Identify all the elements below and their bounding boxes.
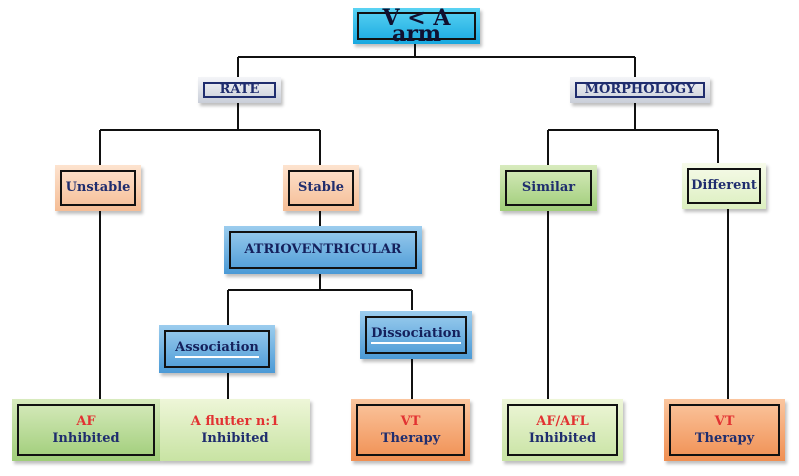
leaf-af-bottom: Inhibited (52, 431, 120, 446)
dissociation-label: Dissociation (371, 326, 461, 344)
association-label: Association (175, 340, 259, 358)
leaf-afafl-bottom: Inhibited (528, 431, 597, 446)
leaf-vt2: VT Therapy (664, 399, 785, 461)
leaf-vt1-top: VT (400, 414, 421, 429)
similar-label: Similar (521, 180, 576, 195)
root-label: V < A arm (382, 5, 451, 47)
stable-label: Stable (297, 180, 345, 195)
similar-node: Similar (500, 165, 597, 211)
atrioventricular-label: ATRIOVENTRICULAR (244, 242, 402, 257)
different-label: Different (691, 178, 757, 193)
leaf-afafl-top: AF/AFL (536, 414, 589, 429)
association-node: Association (159, 325, 275, 373)
leaf-afafl: AF/AFL Inhibited (502, 399, 623, 461)
atrioventricular-node: ATRIOVENTRICULAR (224, 226, 422, 274)
dissociation-node: Dissociation (360, 311, 472, 359)
leaf-aflutter-top: A flutter n:1 (190, 414, 280, 429)
morphology-node: MORPHOLOGY (570, 77, 710, 103)
leaf-vt2-top: VT (714, 414, 735, 429)
leaf-aflutter-bottom: Inhibited (201, 431, 269, 446)
leaf-af: AF Inhibited (12, 399, 160, 461)
stable-node: Stable (283, 165, 359, 211)
different-node: Different (682, 163, 766, 209)
leaf-af-top: AF (76, 414, 96, 429)
leaf-vt1: VT Therapy (351, 399, 470, 461)
morphology-label: MORPHOLOGY (584, 82, 696, 97)
leaf-vt1-bottom: Therapy (380, 431, 441, 446)
root-node: V < A arm (353, 5, 480, 47)
leaf-aflutter: A flutter n:1 Inhibited (160, 399, 310, 461)
rate-label: RATE (219, 82, 260, 97)
unstable-node: Unstable (55, 165, 141, 211)
rate-node: RATE (198, 77, 281, 103)
unstable-label: Unstable (65, 180, 131, 195)
leaf-vt2-bottom: Therapy (694, 431, 755, 446)
